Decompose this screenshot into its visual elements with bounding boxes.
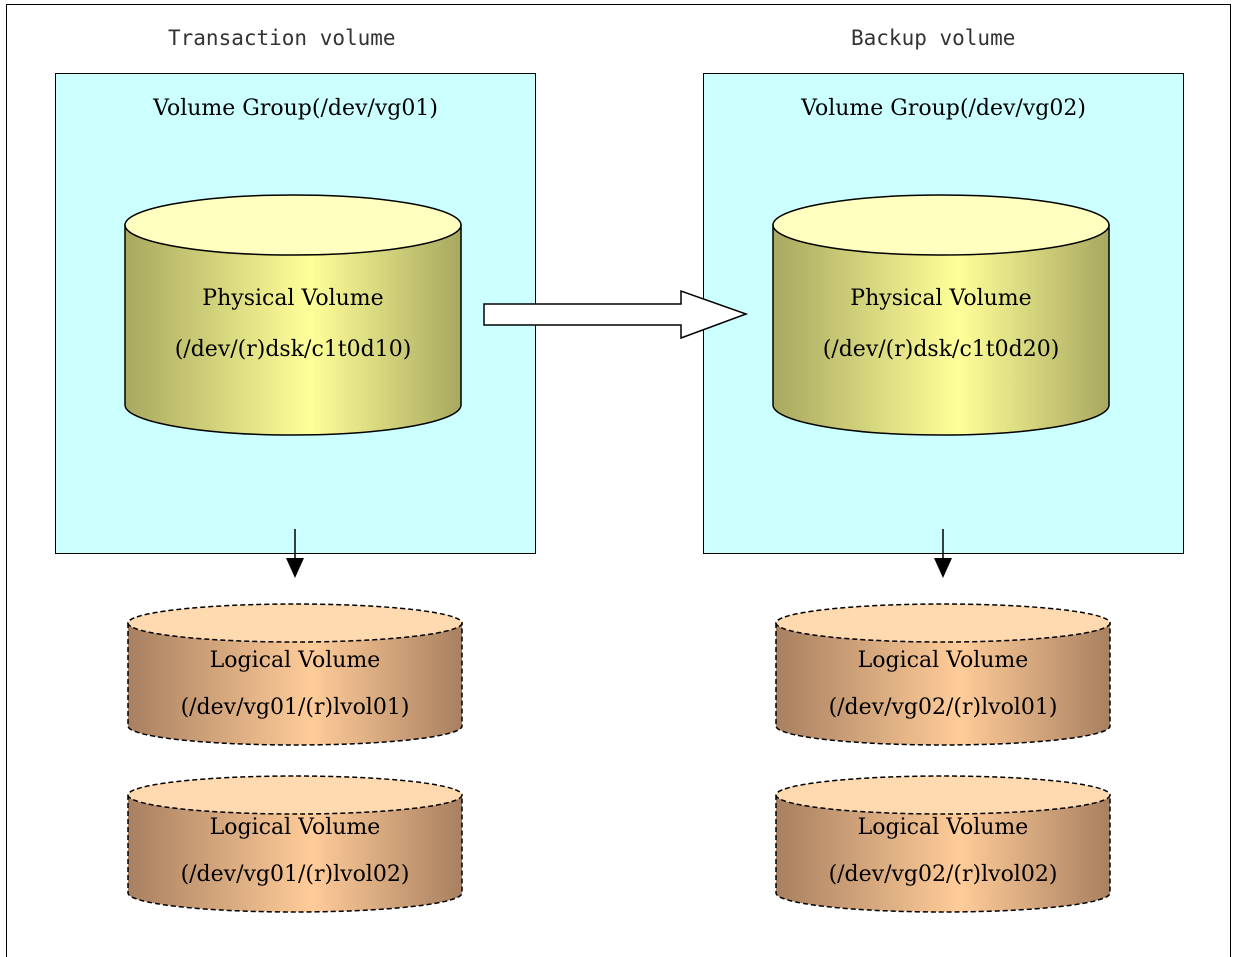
physical-volume-path-vg01: (/dev/(r)dsk/c1t0d10) <box>174 337 412 362</box>
logical-volume-path-vg02-lvol02: (/dev/vg02/(r)lvol02) <box>828 862 1058 887</box>
volume-group-title-vg02: Volume Group(/dev/vg02) <box>801 96 1086 121</box>
logical-volume-cylinder-vg02-lvol01 <box>775 603 1111 746</box>
logical-volume-path-vg02-lvol01: (/dev/vg02/(r)lvol01) <box>828 695 1058 720</box>
logical-volume-cylinder-vg02-lvol02 <box>775 775 1111 913</box>
physical-volume-cylinder-vg01 <box>124 194 462 436</box>
physical-volume-cylinder-vg02 <box>772 194 1110 436</box>
down-arrow-icon-vg02 <box>934 529 952 578</box>
down-arrow-icon-vg01 <box>286 529 304 578</box>
physical-volume-label-vg01: Physical Volume <box>202 286 384 311</box>
logical-volume-label-vg02-lvol02: Logical Volume <box>857 815 1029 840</box>
logical-volume-label-vg02-lvol01: Logical Volume <box>857 648 1029 673</box>
logical-volume-path-vg01-lvol02: (/dev/vg01/(r)lvol02) <box>180 862 410 887</box>
transaction-volume-label: Transaction volume <box>168 26 396 50</box>
copy-arrow-icon <box>483 289 749 340</box>
backup-volume-label: Backup volume <box>851 26 1016 50</box>
physical-volume-label-vg02: Physical Volume <box>850 286 1032 311</box>
logical-volume-label-vg01-lvol02: Logical Volume <box>209 815 381 840</box>
logical-volume-label-vg01-lvol01: Logical Volume <box>209 648 381 673</box>
logical-volume-cylinder-vg01-lvol01 <box>127 603 463 746</box>
logical-volume-cylinder-vg01-lvol02 <box>127 775 463 913</box>
volume-group-title-vg01: Volume Group(/dev/vg01) <box>153 96 438 121</box>
diagram-frame <box>6 4 1231 957</box>
logical-volume-path-vg01-lvol01: (/dev/vg01/(r)lvol01) <box>180 695 410 720</box>
physical-volume-path-vg02: (/dev/(r)dsk/c1t0d20) <box>822 337 1060 362</box>
